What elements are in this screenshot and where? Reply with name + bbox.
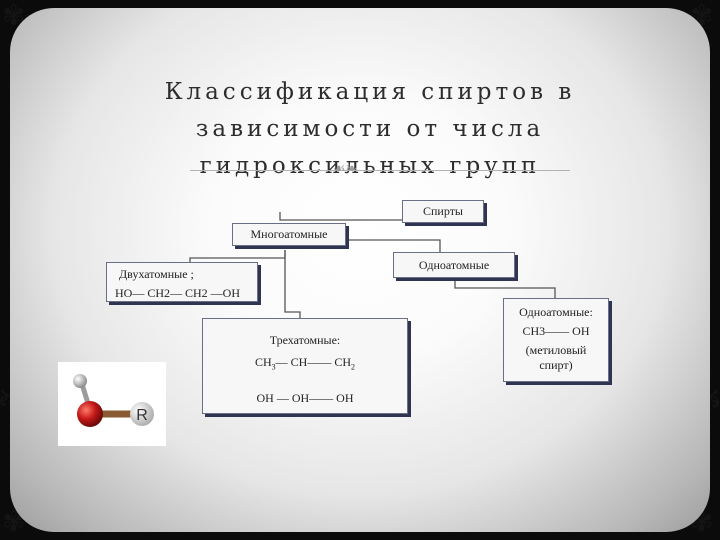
molecule-model-icon: R xyxy=(73,374,154,427)
triatomic-formula-sub-a: 3 xyxy=(271,362,276,372)
node-monoatomic-example: Одноатомные: СН3—— ОН (метиловый спирт) xyxy=(503,298,609,382)
title-line-2: зависимости от числа xyxy=(195,116,545,142)
mono-example-heading: Одноатомные: xyxy=(519,305,593,319)
slide-title: Классификация спиртов в зависимости от ч… xyxy=(150,74,590,185)
r-group-atom xyxy=(130,402,154,426)
diatomic-heading: Двухатомные ; xyxy=(119,267,194,281)
triatomic-formula-part-a: СН xyxy=(254,355,272,369)
connector-root-poly xyxy=(279,212,409,221)
mono-example-formula: СН3—— ОН xyxy=(522,324,590,338)
mono-example-note-1: (метиловый xyxy=(525,343,587,357)
node-monoatomic: Одноатомные xyxy=(393,252,515,278)
triatomic-formula-bottom: ОН — ОН—— ОН xyxy=(256,391,354,406)
triatomic-heading: Трехатомные: xyxy=(269,333,341,347)
title-line-3: гидроксильных групп xyxy=(199,153,541,179)
triatomic-formula-part-b: — СН—— СН xyxy=(275,355,351,369)
node-polyatomic: Многоатомные xyxy=(232,223,346,246)
connector-poly-tri xyxy=(284,250,301,322)
node-polyatomic-label: Многоатомные xyxy=(250,227,328,241)
hydrogen-atom xyxy=(73,374,87,388)
title-line-1: Классификация спиртов в xyxy=(164,79,576,105)
node-triatomic: Трехатомные: СН3— СН—— СН2 ОН — ОН—— ОН xyxy=(202,318,408,414)
connector-mono-example xyxy=(454,276,556,300)
triatomic-formula-sub-b: 2 xyxy=(351,362,355,372)
oxygen-atom xyxy=(77,401,103,427)
title-flourish-icon: ☙❧ xyxy=(333,161,358,177)
node-diatomic: Двухатомные ; НО— СН2— СН2 —ОН xyxy=(106,262,258,302)
title-underline xyxy=(190,170,570,171)
triatomic-formula-top: СН3— СН—— СН2 xyxy=(203,355,407,374)
node-monoatomic-label: Одноатомные xyxy=(418,258,490,272)
molecule-illustration: R xyxy=(58,362,166,446)
mono-example-note-2: спирт) xyxy=(539,358,573,372)
r-group-label: R xyxy=(136,407,148,424)
node-alcohols: Спирты xyxy=(402,200,484,223)
diatomic-formula: НО— СН2— СН2 —ОН xyxy=(115,286,241,300)
node-alcohols-label: Спирты xyxy=(423,204,463,218)
